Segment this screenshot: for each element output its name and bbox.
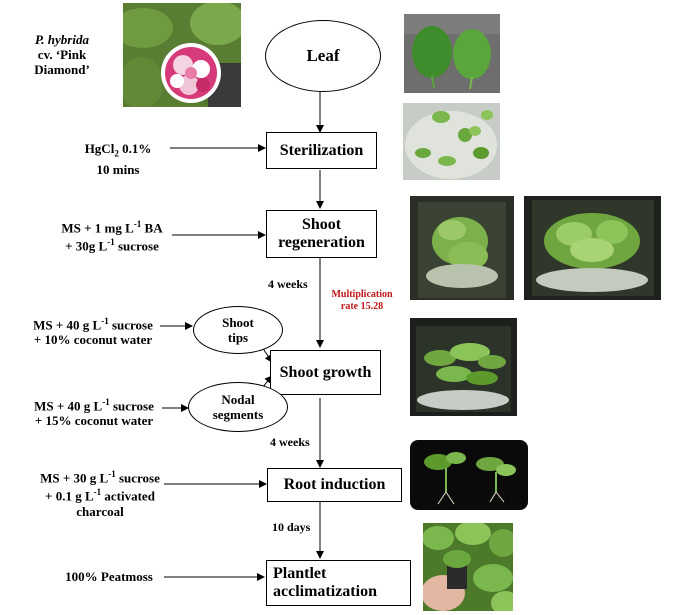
multiplication-line1: Multiplication: [331, 289, 393, 300]
tips-line1-sup: -1: [101, 316, 109, 326]
hgcl2-subscript: 2: [114, 148, 119, 159]
regen-line2-text: + 30g L: [65, 238, 108, 254]
nodal-line1: Nodal: [221, 392, 255, 407]
root-line1-text: MS + 30 g L: [40, 470, 109, 486]
nodal-line2: segments: [212, 407, 264, 422]
duration-rooting: 10 days: [272, 520, 311, 534]
regeneration-medium-label: MS + 1 mg L-1 BA + 30g L-1 sucrose: [50, 217, 174, 254]
nodal-segments-node: Nodal segments: [188, 382, 288, 432]
nodal-medium-line2: + 15% coconut water: [34, 413, 154, 429]
species-label: P. hybrida cv. ‘Pink Diamond’: [22, 32, 102, 77]
flower-image: [123, 3, 241, 107]
nodal-medium-label: MS + 40 g L-1 sucrose + 15% coconut wate…: [24, 395, 164, 428]
hgcl2-conc: 0.1%: [118, 141, 152, 156]
species-name: P. hybrida: [35, 32, 89, 47]
root-medium-line1: MS + 30 g L-1 sucrose: [36, 467, 164, 485]
multiplication-rate: Multiplication rate 15.28: [324, 289, 400, 313]
leaves-image: [404, 14, 500, 93]
rooted-plantlets-photo: [410, 440, 528, 510]
plantlet-line2: acclimatization: [273, 583, 377, 600]
nodal-line1-sup: -1: [102, 397, 110, 407]
acclimatized-image: [423, 523, 513, 611]
root-induction-label: Root induction: [283, 476, 386, 493]
cultivar-line1: cv. ‘Pink: [37, 47, 87, 62]
shoot-cluster-image: [524, 196, 661, 300]
petunia-flower-photo: [123, 3, 241, 107]
plantlet-acclimatization-node: Plantlet acclimatization: [266, 560, 411, 606]
leaf-node-label: Leaf: [306, 46, 340, 65]
tips-medium-line2: + 10% coconut water: [33, 332, 153, 348]
regen-line2-end: sucrose: [114, 238, 159, 254]
callus-regeneration-photo: [410, 196, 514, 300]
shoot-growth-image: [410, 318, 517, 416]
tips-line1-text: MS + 40 g L: [33, 317, 102, 333]
shoot-growth-node: Shoot growth: [270, 350, 381, 395]
sterilant-line2: 10 mins: [96, 161, 140, 177]
sterilant-line1: HgCl2 0.1%: [66, 141, 170, 162]
multiplication-line2: rate 15.28: [340, 301, 384, 312]
sterilization-label: Sterilization: [279, 141, 364, 159]
root-medium-label: MS + 30 g L-1 sucrose + 0.1 g L-1 activa…: [36, 467, 164, 519]
leaf-node: Leaf: [265, 20, 381, 92]
root-line2-sup: -1: [93, 487, 102, 498]
tips-line1-end: sucrose: [108, 317, 153, 333]
peatmoss-label: 100% Peatmoss: [65, 569, 153, 584]
explants-image: [403, 103, 500, 180]
duration-regeneration: 4 weeks: [268, 277, 308, 291]
cultivar-line2: Diamond’: [34, 62, 90, 77]
duration-growth: 4 weeks: [270, 435, 310, 449]
shoot-tips-line2: tips: [227, 330, 249, 345]
root-line1-end: sucrose: [115, 470, 160, 486]
sterilant-label: HgCl2 0.1% 10 mins: [66, 141, 170, 177]
regen-medium-line1: MS + 1 mg L-1 BA: [50, 217, 174, 235]
two-leaves-photo: [404, 14, 500, 93]
sterilization-node: Sterilization: [266, 132, 377, 169]
nodal-line1-end: sucrose: [109, 398, 154, 414]
tips-medium-line1: MS + 40 g L-1 sucrose: [22, 314, 164, 332]
sterilized-explants-photo: [403, 103, 500, 180]
rooted-plantlets-image: [410, 440, 528, 510]
shoot-tips-node: Shoot tips: [193, 306, 283, 354]
hgcl2-text: HgCl: [84, 141, 115, 156]
regen-line1-text: MS + 1 mg L: [61, 220, 134, 236]
shoot-growth-jar-photo: [410, 318, 517, 416]
shoot-regen-line2: regeneration: [278, 234, 365, 251]
root-line1-sup: -1: [108, 469, 116, 479]
regen-line1-end: BA: [141, 220, 163, 236]
shoot-growth-label: Shoot growth: [279, 363, 372, 381]
root-line2-end: activated: [101, 488, 155, 504]
plantlet-line1: Plantlet: [273, 565, 327, 582]
root-medium-line3: charcoal: [76, 503, 124, 519]
regen-line1-sup: -1: [133, 219, 142, 229]
nodal-line1-text: MS + 40 g L: [34, 398, 103, 414]
regen-line2-sup: -1: [107, 237, 115, 248]
shoot-cluster-photo: [524, 196, 661, 300]
callus-image: [410, 196, 514, 300]
root-line2-text: + 0.1 g L: [45, 488, 94, 504]
shoot-regeneration-node: Shoot regeneration: [266, 210, 377, 258]
root-induction-node: Root induction: [267, 468, 402, 502]
shoot-regen-line1: Shoot: [301, 216, 342, 233]
nodal-medium-line1: MS + 40 g L-1 sucrose: [24, 395, 164, 413]
shoot-tips-medium-label: MS + 40 g L-1 sucrose + 10% coconut wate…: [22, 314, 164, 347]
acclimatized-plantlet-photo: [423, 523, 513, 611]
shoot-tips-line1: Shoot: [222, 315, 254, 330]
regen-medium-line2: + 30g L-1 sucrose: [50, 235, 174, 253]
root-medium-line2: + 0.1 g L-1 activated: [36, 485, 164, 503]
